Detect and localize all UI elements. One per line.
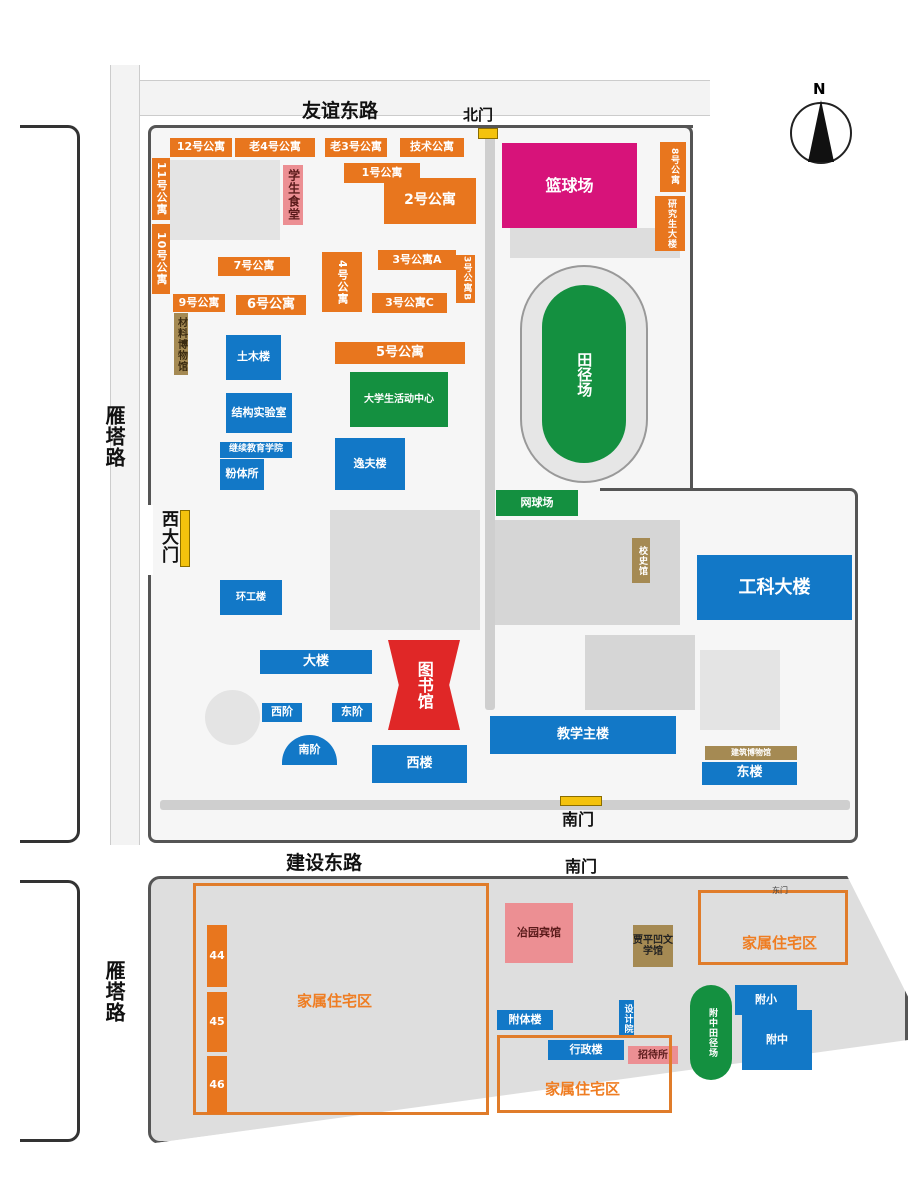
materials-museum[interactable]: 材料博物馆	[174, 313, 188, 375]
apartment-5[interactable]: 5号公寓	[335, 342, 465, 364]
road-yanta-upper: 雁塔路	[102, 405, 126, 468]
west-steps[interactable]: 西阶	[262, 703, 302, 722]
main-hall[interactable]: 大楼	[260, 650, 372, 674]
graduate-building[interactable]: 研究生大楼	[655, 196, 685, 251]
west-road-line-lower	[20, 880, 80, 1142]
plaza	[205, 690, 260, 745]
road-youyi-east: 友谊东路	[302, 100, 379, 122]
apartment-9[interactable]: 9号公寓	[173, 294, 225, 312]
west-road-line	[20, 125, 80, 843]
civil-building[interactable]: 土木楼	[226, 335, 281, 380]
affiliated-track[interactable]: 附中田径场	[690, 985, 732, 1080]
south-gate-label: 南门	[562, 810, 595, 829]
apartment-tech[interactable]: 技术公寓	[400, 138, 464, 157]
compass-n-label: N	[813, 80, 826, 98]
east-garden	[490, 520, 680, 625]
apartment-3c[interactable]: 3号公寓C	[372, 293, 447, 313]
tree-row	[485, 130, 495, 710]
powder-institute[interactable]: 粉体所	[220, 459, 264, 490]
admin-building[interactable]: 行政楼	[548, 1040, 624, 1060]
apartment-10[interactable]: 10号公寓	[152, 224, 170, 294]
south-gate-label-2: 南门	[565, 857, 598, 876]
design-institute[interactable]: 设计院	[619, 1000, 634, 1038]
road-yanta-lower: 雁塔路	[102, 960, 126, 1023]
env-engineering-building[interactable]: 环工楼	[220, 580, 282, 615]
east-steps[interactable]: 东阶	[332, 703, 372, 722]
architecture-museum[interactable]: 建筑博物馆	[705, 746, 797, 760]
jia-pingwa-literature-museum[interactable]: 贾平凹文学馆	[633, 925, 673, 967]
east-gate-label: 东门	[772, 886, 788, 895]
engineering-building[interactable]: 工科大楼	[697, 555, 852, 620]
structure-lab[interactable]: 结构实验室	[226, 393, 292, 433]
apartment-old-4[interactable]: 老4号公寓	[235, 138, 315, 157]
gray-block	[510, 228, 680, 258]
west-gate[interactable]	[180, 510, 190, 567]
residential-zone-label: 家属住宅区	[297, 992, 373, 1010]
road-verge-north	[140, 80, 710, 116]
road-verge	[110, 65, 140, 845]
south-gate[interactable]	[560, 796, 602, 806]
library[interactable]: 图书馆	[388, 640, 460, 730]
north-gate[interactable]	[478, 128, 498, 139]
apartment-3b[interactable]: 3号公寓B	[456, 255, 475, 303]
apartment-2[interactable]: 2号公寓	[384, 178, 476, 224]
student-canteen[interactable]: 学生食堂	[283, 165, 303, 225]
guesthouse[interactable]: 招待所	[628, 1046, 678, 1064]
yeyuan-hotel[interactable]: 冶园宾馆	[505, 903, 573, 963]
west-gate-gap	[145, 505, 153, 575]
yifu-building[interactable]: 逸夫楼	[335, 438, 405, 490]
apartment-11[interactable]: 11号公寓	[152, 158, 170, 220]
apartment-3a[interactable]: 3号公寓A	[378, 250, 456, 270]
apartment-45[interactable]: 45	[207, 992, 227, 1052]
central-garden	[330, 510, 480, 630]
garden	[585, 635, 695, 710]
track-field[interactable]: 田径场	[542, 285, 626, 463]
apartment-12[interactable]: 12号公寓	[170, 138, 232, 157]
road-jianshe-east: 建设东路	[286, 852, 363, 874]
apartment-46[interactable]: 46	[207, 1056, 227, 1114]
residential-zone-west[interactable]	[193, 883, 489, 1115]
residential-zone-east[interactable]	[698, 890, 848, 965]
gray-block	[700, 650, 780, 730]
apartment-7[interactable]: 7号公寓	[218, 257, 290, 276]
north-arrow-icon	[808, 100, 834, 162]
student-activity-center[interactable]: 大学生活动中心	[350, 372, 448, 427]
gray-block	[170, 160, 280, 240]
pe-building[interactable]: 附体楼	[497, 1010, 553, 1030]
residential-zone-east-label: 家属住宅区	[742, 934, 818, 952]
apartment-old-3[interactable]: 老3号公寓	[325, 138, 387, 157]
east-building[interactable]: 东楼	[702, 762, 797, 785]
main-teaching-building[interactable]: 教学主楼	[490, 716, 676, 754]
residential-zone-south[interactable]	[497, 1035, 672, 1113]
basketball-court[interactable]: 篮球场	[502, 143, 637, 228]
tree-row	[160, 800, 850, 810]
apartment-6[interactable]: 6号公寓	[236, 295, 306, 315]
apartment-4[interactable]: 4号公寓	[322, 252, 362, 312]
tennis-court[interactable]: 网球场	[496, 490, 578, 516]
north-gate-label: 北门	[463, 106, 494, 124]
apartment-8[interactable]: 8号公寓	[660, 142, 686, 192]
west-building[interactable]: 西楼	[372, 745, 467, 783]
continuing-education[interactable]: 继续教育学院	[220, 442, 292, 458]
affiliated-middle[interactable]: 附中	[742, 1010, 812, 1070]
west-gate-label: 西大门	[158, 510, 178, 564]
apartment-44[interactable]: 44	[207, 925, 227, 987]
history-museum[interactable]: 校史馆	[632, 538, 650, 583]
residential-zone-south-label: 家属住宅区	[545, 1080, 621, 1098]
